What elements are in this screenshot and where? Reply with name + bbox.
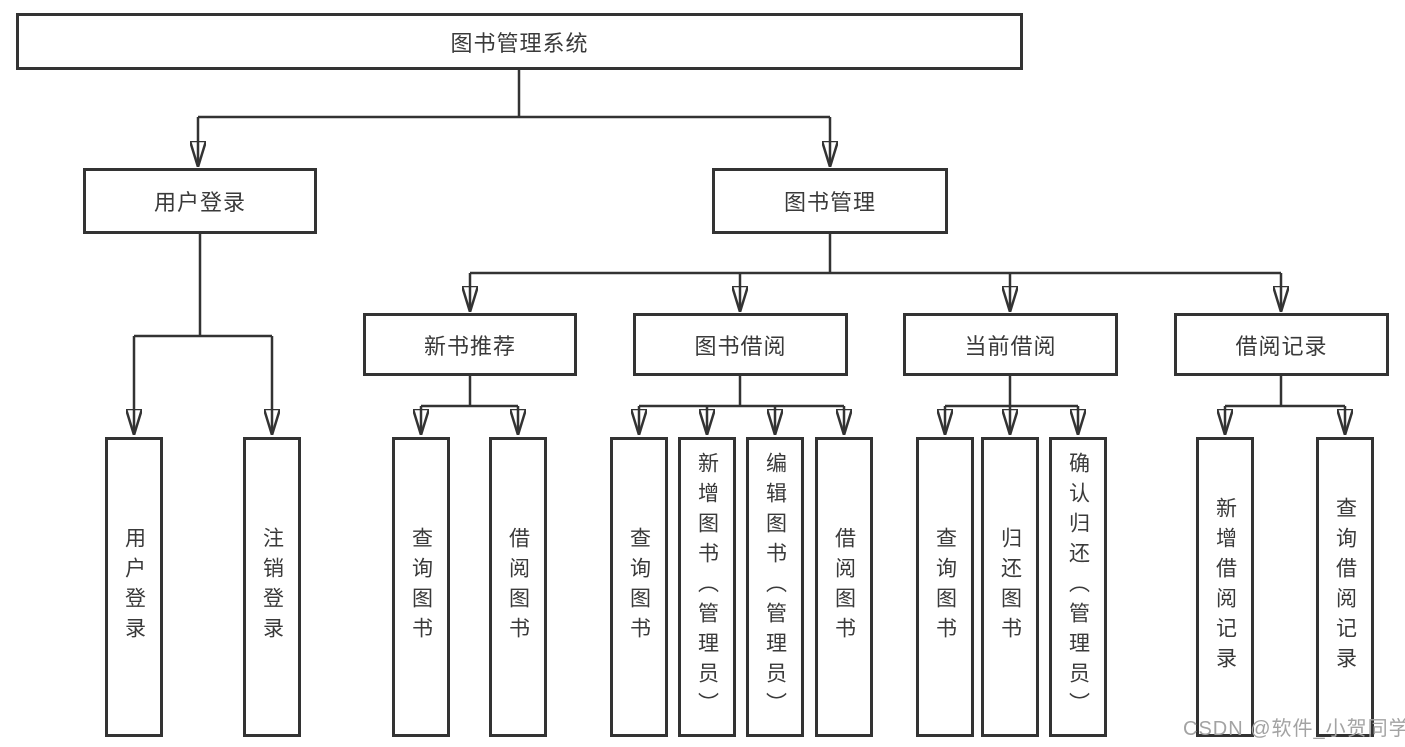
leaf-add-books-admin-label: 新增图书（管理员） [695, 452, 719, 722]
node-book-borrow: 图书借阅 [633, 313, 848, 376]
connector-current-borrow-tee [945, 376, 1078, 408]
leaf-edit-books-admin: 编辑图书（管理员） [746, 437, 804, 737]
connector-borrow-records-tee [1225, 376, 1345, 408]
leaf-borrow-books-recommend: 借阅图书 [489, 437, 547, 737]
leaf-query-borrow-record: 查询借阅记录 [1316, 437, 1374, 737]
node-root-system: 图书管理系统 [16, 13, 1023, 70]
leaf-query-books-recommend: 查询图书 [392, 437, 450, 737]
leaf-user-login-label: 用户登录 [122, 527, 146, 647]
node-borrow-records: 借阅记录 [1174, 313, 1389, 376]
leaf-add-borrow-record-label: 新增借阅记录 [1213, 497, 1237, 677]
leaf-query-borrow-record-label: 查询借阅记录 [1333, 497, 1357, 677]
leaf-return-books: 归还图书 [981, 437, 1039, 737]
csdn-watermark: CSDN @软件_小贺同学 [1183, 718, 1405, 740]
node-new-book-recommend: 新书推荐 [363, 313, 577, 376]
node-new-book-recommend-label: 新书推荐 [423, 333, 516, 359]
node-user-login: 用户登录 [83, 168, 317, 234]
leaf-edit-books-admin-label: 编辑图书（管理员） [763, 452, 787, 722]
node-book-management-label: 图书管理 [783, 190, 876, 215]
node-root-system-label: 图书管理系统 [450, 30, 589, 56]
leaf-query-books-borrow-label: 查询图书 [627, 527, 651, 647]
leaf-confirm-return-admin: 确认归还（管理员） [1049, 437, 1107, 737]
leaf-add-borrow-record: 新增借阅记录 [1196, 437, 1254, 737]
leaf-query-books-recommend-label: 查询图书 [409, 527, 433, 647]
node-book-borrow-label: 图书借阅 [694, 333, 787, 359]
leaf-borrow-books: 借阅图书 [815, 437, 873, 737]
node-current-borrow: 当前借阅 [903, 313, 1118, 376]
leaf-user-login: 用户登录 [105, 437, 163, 737]
leaf-logout-label: 注销登录 [260, 527, 284, 647]
node-user-login-label: 用户登录 [153, 190, 246, 215]
leaf-query-books-current-label: 查询图书 [933, 527, 957, 647]
node-borrow-records-label: 借阅记录 [1235, 333, 1328, 359]
leaf-add-books-admin: 新增图书（管理员） [678, 437, 736, 737]
connector-new-book-tee [421, 376, 518, 408]
connector-book-management-tee [470, 234, 1281, 275]
leaf-borrow-books-recommend-label: 借阅图书 [506, 527, 530, 647]
leaf-confirm-return-admin-label: 确认归还（管理员） [1066, 452, 1090, 722]
leaf-query-books-borrow: 查询图书 [610, 437, 668, 737]
leaf-query-books-current: 查询图书 [916, 437, 974, 737]
node-book-management: 图书管理 [712, 168, 948, 234]
connector-user-login-tee [134, 234, 272, 338]
leaf-borrow-books-label: 借阅图书 [832, 527, 856, 647]
connector-book-borrow-tee [639, 376, 844, 408]
leaf-logout: 注销登录 [243, 437, 301, 737]
node-current-borrow-label: 当前借阅 [964, 333, 1057, 359]
connector-root-tee [198, 70, 830, 119]
leaf-return-books-label: 归还图书 [998, 527, 1022, 647]
